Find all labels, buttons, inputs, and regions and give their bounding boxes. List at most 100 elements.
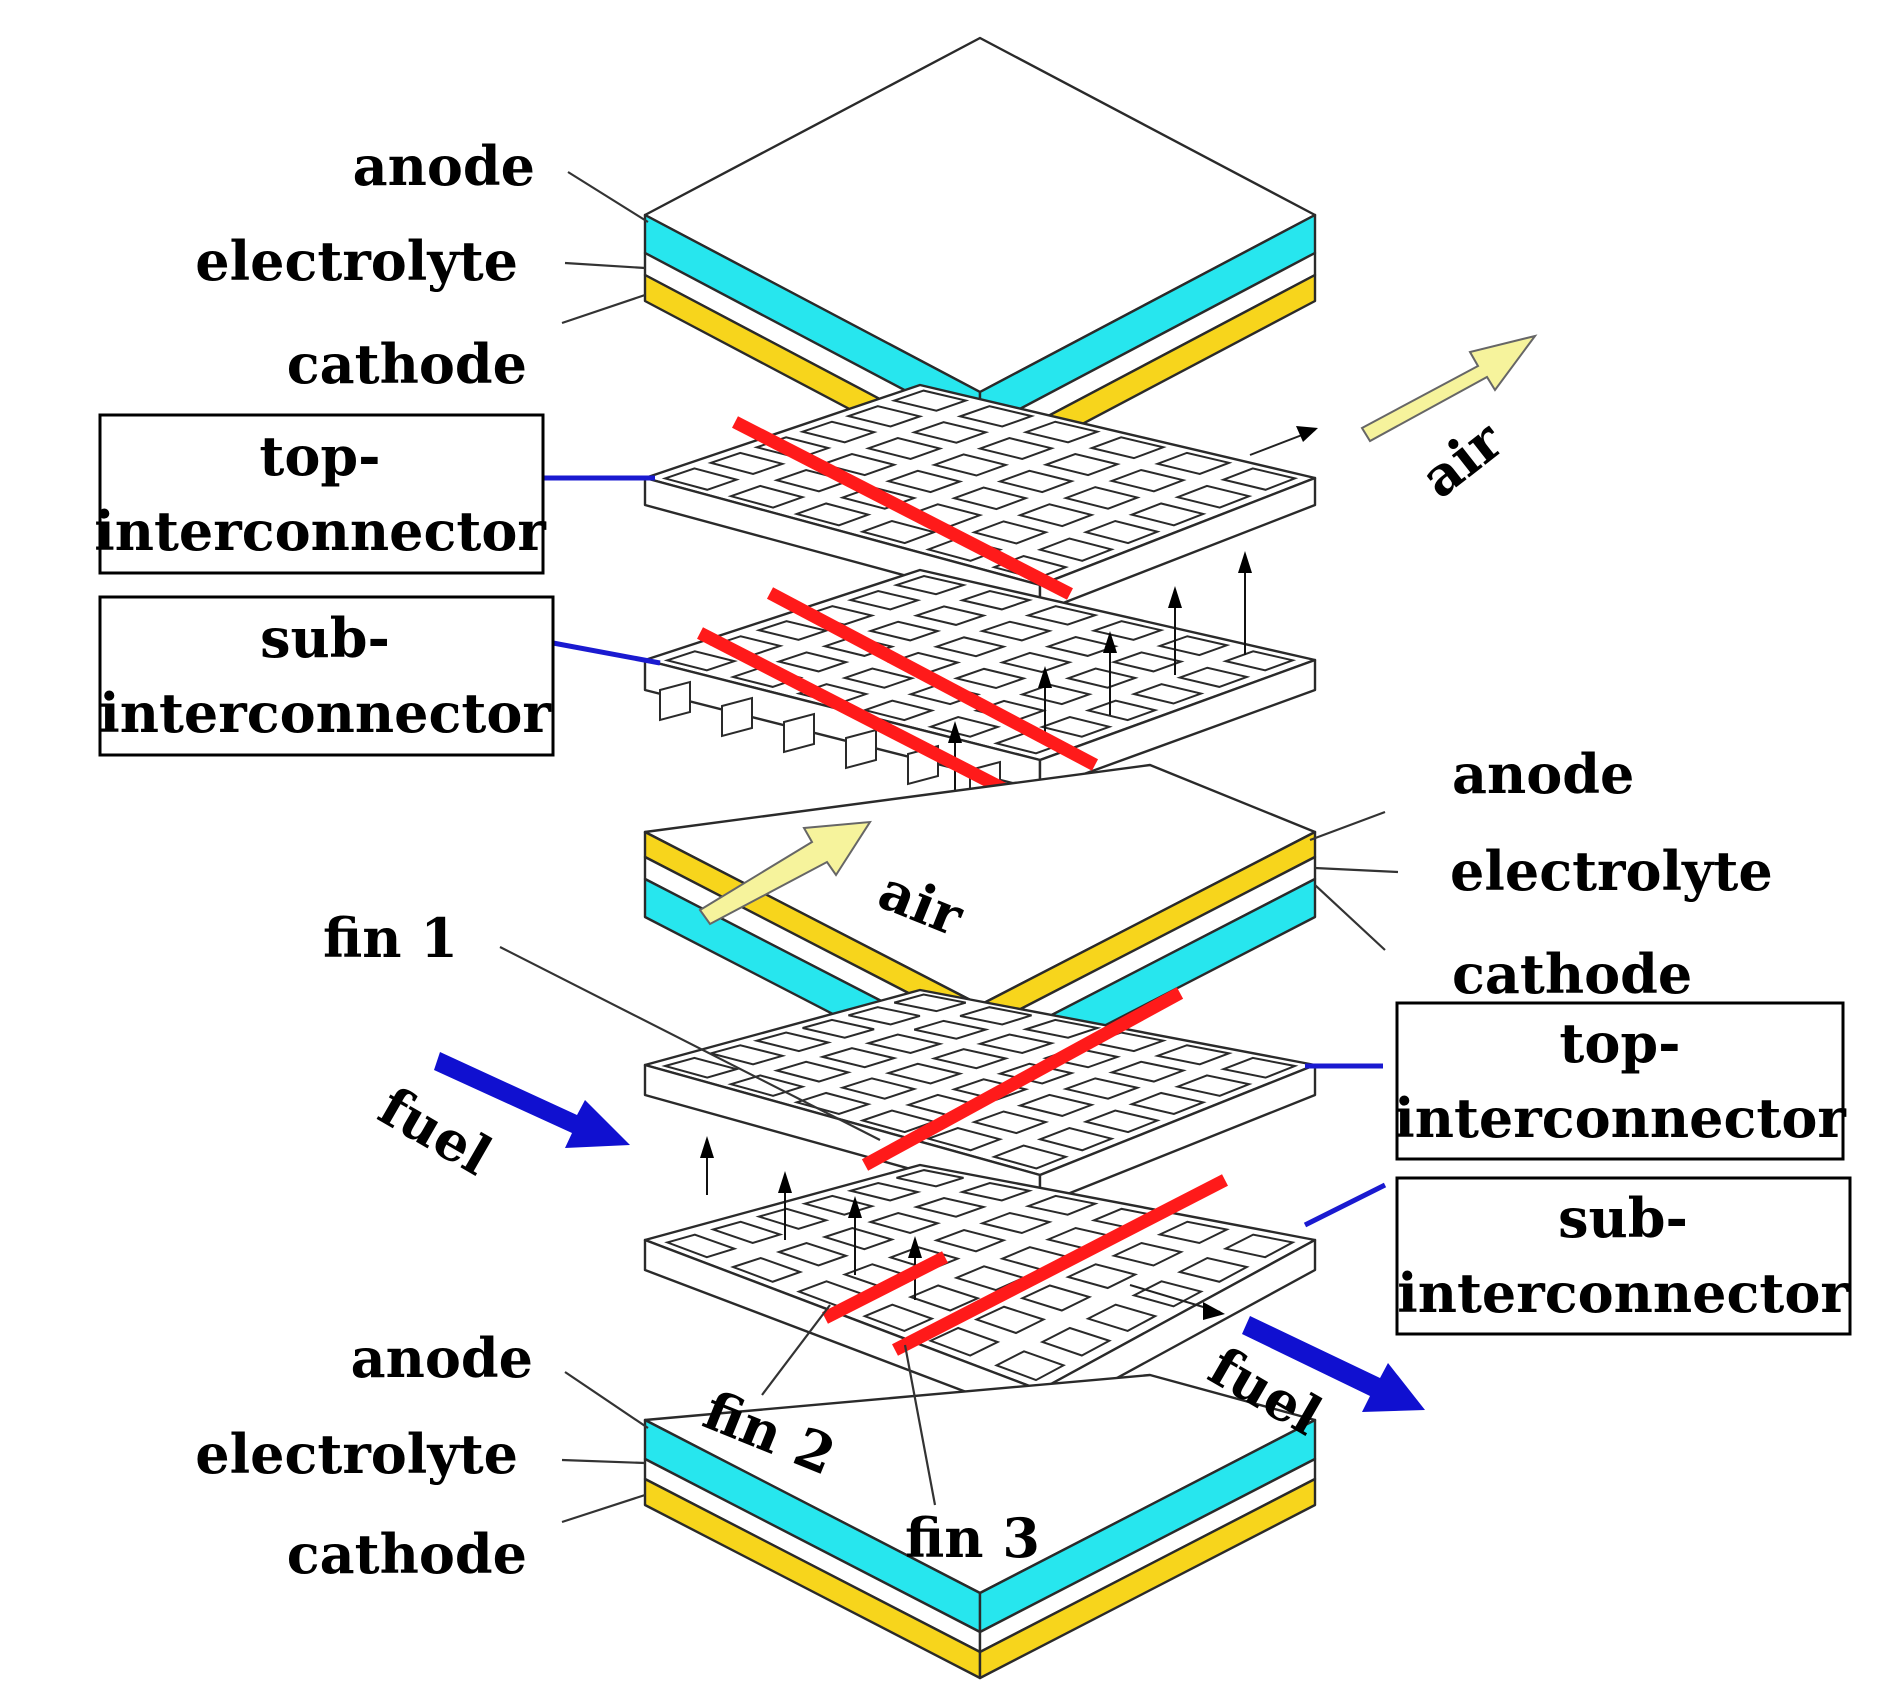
grid-cell — [1084, 699, 1159, 722]
right-sub-interconnector-line1: sub- — [1558, 1186, 1688, 1250]
grid-cell — [952, 667, 1028, 690]
grid-cell — [1176, 1256, 1250, 1283]
grid-cell — [976, 437, 1056, 460]
grid-cell — [1039, 1326, 1112, 1357]
grid-cell — [709, 1220, 784, 1245]
grid-cell — [1038, 716, 1113, 738]
grid-cell — [1085, 1303, 1158, 1332]
grid-cell — [996, 469, 1075, 494]
grid-cell — [1016, 1093, 1095, 1117]
left-top-interconnector-line2: interconnector — [94, 499, 546, 563]
grid-cell — [861, 699, 936, 722]
grid-cell — [1044, 636, 1119, 657]
grid-cell — [913, 1019, 990, 1040]
grid-cell — [1110, 1241, 1184, 1267]
grid-cell — [1128, 502, 1207, 527]
flow-arrowhead — [1038, 666, 1052, 688]
grid-cell — [1174, 484, 1253, 509]
grid-cell — [846, 1181, 922, 1202]
grid-cell — [991, 1144, 1069, 1170]
flow-arrowhead — [948, 721, 962, 743]
grid-cell — [912, 1196, 988, 1218]
grid-cell — [1156, 635, 1231, 657]
grid-cell — [1065, 1263, 1139, 1290]
mid-cathode-label: cathode — [1452, 942, 1692, 1006]
upper-top-fin — [732, 416, 1073, 600]
grid-cell — [1062, 486, 1141, 510]
grid-cell — [773, 1060, 852, 1083]
grid-cell — [930, 453, 1010, 477]
grid-cell — [1220, 467, 1299, 491]
right-top-interconnector-line2: interconnector — [1394, 1086, 1846, 1150]
grid-cell — [664, 1233, 738, 1259]
grid-cell — [752, 1031, 833, 1053]
mid-electrolyte-label: electrolyte — [1450, 839, 1773, 903]
grid-cell — [885, 469, 964, 494]
lower-sub-fin-b — [892, 1174, 1228, 1356]
air-inlet-arrow — [698, 820, 872, 926]
grid-cell — [848, 1006, 921, 1026]
grid-cell — [661, 467, 740, 491]
leader-lines — [499, 171, 1399, 1524]
grid-cell — [1088, 436, 1167, 460]
grid-cell — [864, 437, 944, 460]
grid-cell — [793, 1091, 872, 1116]
grid-cell — [799, 420, 878, 444]
flow-arrowhead — [908, 1236, 922, 1258]
grid-cell — [867, 620, 942, 642]
grid-cell — [994, 1350, 1066, 1382]
grid-cell — [661, 1056, 741, 1079]
upper-top-interconnector — [643, 383, 1317, 614]
grid-cell — [1130, 683, 1205, 705]
grid-cell — [912, 605, 988, 626]
grid-cell — [1176, 666, 1251, 688]
grid-cell — [1019, 1284, 1093, 1312]
grid-cell — [958, 590, 1034, 611]
upper-sub-fin-b — [697, 627, 1038, 811]
lower-grid-cells — [661, 993, 1299, 1170]
grid-cell — [755, 620, 830, 641]
grid-cell — [793, 502, 872, 527]
grid-cell — [1082, 1109, 1161, 1134]
top-electrolyte-label: electrolyte — [195, 229, 518, 293]
grid-cell — [998, 651, 1073, 673]
flow-arrowhead — [1103, 631, 1117, 653]
grid-cell — [707, 451, 786, 476]
grid-cell — [867, 1211, 942, 1235]
grid-cell — [973, 1305, 1047, 1335]
grid-cell — [932, 636, 1008, 658]
grid-cell — [970, 520, 1050, 545]
lower-flow-arrowhead — [1203, 1302, 1225, 1320]
grid-cell — [1042, 452, 1121, 477]
lower-top-fin — [861, 987, 1184, 1171]
grid-cell — [956, 405, 1036, 428]
grid-cell — [894, 993, 967, 1013]
grid-cell — [910, 421, 990, 444]
flow-arrowhead — [1238, 551, 1252, 573]
sub-rib — [845, 728, 877, 770]
grid-cell — [844, 405, 924, 428]
grid-cell — [802, 1018, 875, 1039]
grid-cell — [839, 1077, 918, 1100]
grid-cell — [970, 1110, 1050, 1135]
right-sub-interconnector-connector — [1303, 1182, 1387, 1228]
grid-cell — [950, 486, 1030, 511]
bottom-cathode-label: cathode — [287, 1522, 527, 1586]
grid-cell — [1022, 420, 1101, 444]
grid-cell — [1174, 1074, 1253, 1097]
sub-rib — [659, 680, 691, 722]
fin1-label: fin 1 — [323, 906, 458, 970]
grid-cell — [928, 1326, 1001, 1357]
grid-cell — [775, 651, 850, 673]
grid-cell — [663, 650, 738, 672]
top-cathode-label: cathode — [287, 332, 527, 396]
grid-cell — [907, 1284, 981, 1312]
grid-cell — [730, 1256, 804, 1283]
grid-cell — [1219, 1056, 1299, 1079]
flow-arrowhead — [700, 1136, 714, 1158]
right-sub-interconnector-box — [1395, 1176, 1852, 1336]
fuel-outlet-arrow — [1242, 1316, 1425, 1412]
grid-cell — [1108, 1060, 1187, 1083]
grid-cell — [841, 667, 916, 689]
